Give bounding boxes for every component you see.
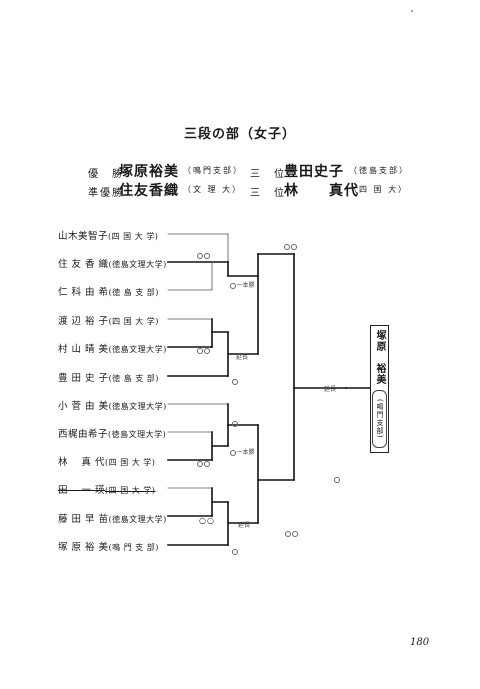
player-aff: (徳島文理大学)	[108, 345, 167, 354]
score-marks	[197, 252, 210, 259]
page-number: 180	[410, 637, 430, 648]
player-aff: (徳 島 支 部)	[108, 374, 159, 383]
champion-label: 優 勝	[88, 169, 124, 180]
note-encho: 延長	[236, 354, 249, 361]
player-name: 藤 田 早 苗	[58, 514, 109, 525]
score-marks	[334, 476, 341, 483]
player-aff: (四 国 大 学)	[108, 232, 159, 241]
score-marks	[284, 243, 297, 250]
player-aff: (徳島文理大学)	[108, 402, 167, 411]
champion-name: 塚原裕美	[119, 164, 179, 180]
player-name: 小 菅 由 美	[58, 401, 109, 412]
champion-aff: （鳴門支部）	[183, 166, 243, 175]
score-marks	[232, 420, 239, 427]
player-aff: (徳島文理大学)	[108, 515, 167, 524]
note-ippon: 一本勝	[230, 447, 255, 456]
player-entry: 仁 科 由 希(徳 島 支 部)	[58, 284, 159, 298]
player-aff: (徳島文理大学)	[108, 260, 167, 269]
player-entry-withdrawn: 田 一 瑛(四 国 大 学)	[58, 482, 155, 496]
player-entry: 西梶由希子(徳島文理大学)	[58, 426, 166, 440]
player-name: 豊 田 史 子	[58, 373, 109, 384]
player-entry: 塚 原 裕 美(鳴 門 支 部)	[58, 539, 159, 553]
note-encho-final: 延長	[324, 386, 337, 393]
note-oo: ○○	[199, 516, 215, 525]
champion-box-name: 塚原 裕美	[374, 330, 385, 385]
player-name: 塚 原 裕 美	[58, 542, 109, 553]
page-title: 三段の部（女子）	[183, 127, 296, 142]
player-entry: 藤 田 早 苗(徳島文理大学)	[58, 511, 167, 525]
third1-aff: （徳島支部）	[349, 166, 409, 175]
third2-aff: （四 国 大）	[349, 185, 409, 194]
player-name: 林 真 代	[58, 457, 106, 468]
page-speck	[411, 10, 413, 12]
player-name: 山木美智子	[58, 231, 109, 242]
score-marks	[232, 548, 239, 555]
player-aff: (鳴 門 支 部)	[108, 543, 159, 552]
third-label-2: 三 位	[250, 188, 286, 199]
player-aff: (徳 島 支 部)	[108, 288, 159, 297]
score-marks	[197, 347, 210, 354]
player-entry: 山木美智子(四 国 大 学)	[58, 228, 158, 242]
player-entry: 小 菅 由 美(徳島文理大学)	[58, 398, 167, 412]
champion-box: 塚原 裕美 (鳴門支部)	[370, 325, 389, 453]
player-name: 田 一 瑛	[58, 485, 106, 496]
player-aff: (徳島文理大学)	[108, 430, 167, 439]
runner-name: 住友香織	[119, 183, 179, 199]
player-name: 渡 辺 裕 子	[58, 316, 109, 327]
player-name: 仁 科 由 希	[58, 287, 109, 298]
player-entry: 住 友 香 織(徳島文理大学)	[58, 256, 167, 270]
score-marks	[197, 460, 210, 467]
third-label-1: 三 位	[250, 169, 286, 180]
player-name: 西梶由希子	[58, 429, 109, 440]
score-marks	[232, 378, 239, 385]
third2-name: 林 真代	[284, 183, 359, 199]
champion-box-aff: (鳴門支部)	[372, 390, 387, 448]
player-entry: 村 山 晴 美(徳島文理大学)	[58, 341, 167, 355]
player-entry: 林 真 代(四 国 大 学)	[58, 454, 155, 468]
runner-aff: （文 理 大）	[183, 185, 243, 194]
player-name: 村 山 晴 美	[58, 344, 109, 355]
note-ippon: 一本勝	[230, 280, 255, 289]
player-aff: (四 国 大 学)	[108, 317, 159, 326]
player-name: 住 友 香 織	[58, 259, 109, 270]
player-aff: (四 国 大 学)	[105, 486, 156, 495]
player-aff: (四 国 大 学)	[105, 458, 156, 467]
player-entry: 渡 辺 裕 子(四 国 大 学)	[58, 313, 159, 327]
runner-label: 準優勝	[88, 188, 124, 199]
player-entry: 豊 田 史 子(徳 島 支 部)	[58, 370, 159, 384]
note-encho: 延長	[238, 522, 251, 529]
third1-name: 豊田史子	[284, 164, 344, 180]
score-marks	[285, 530, 298, 537]
